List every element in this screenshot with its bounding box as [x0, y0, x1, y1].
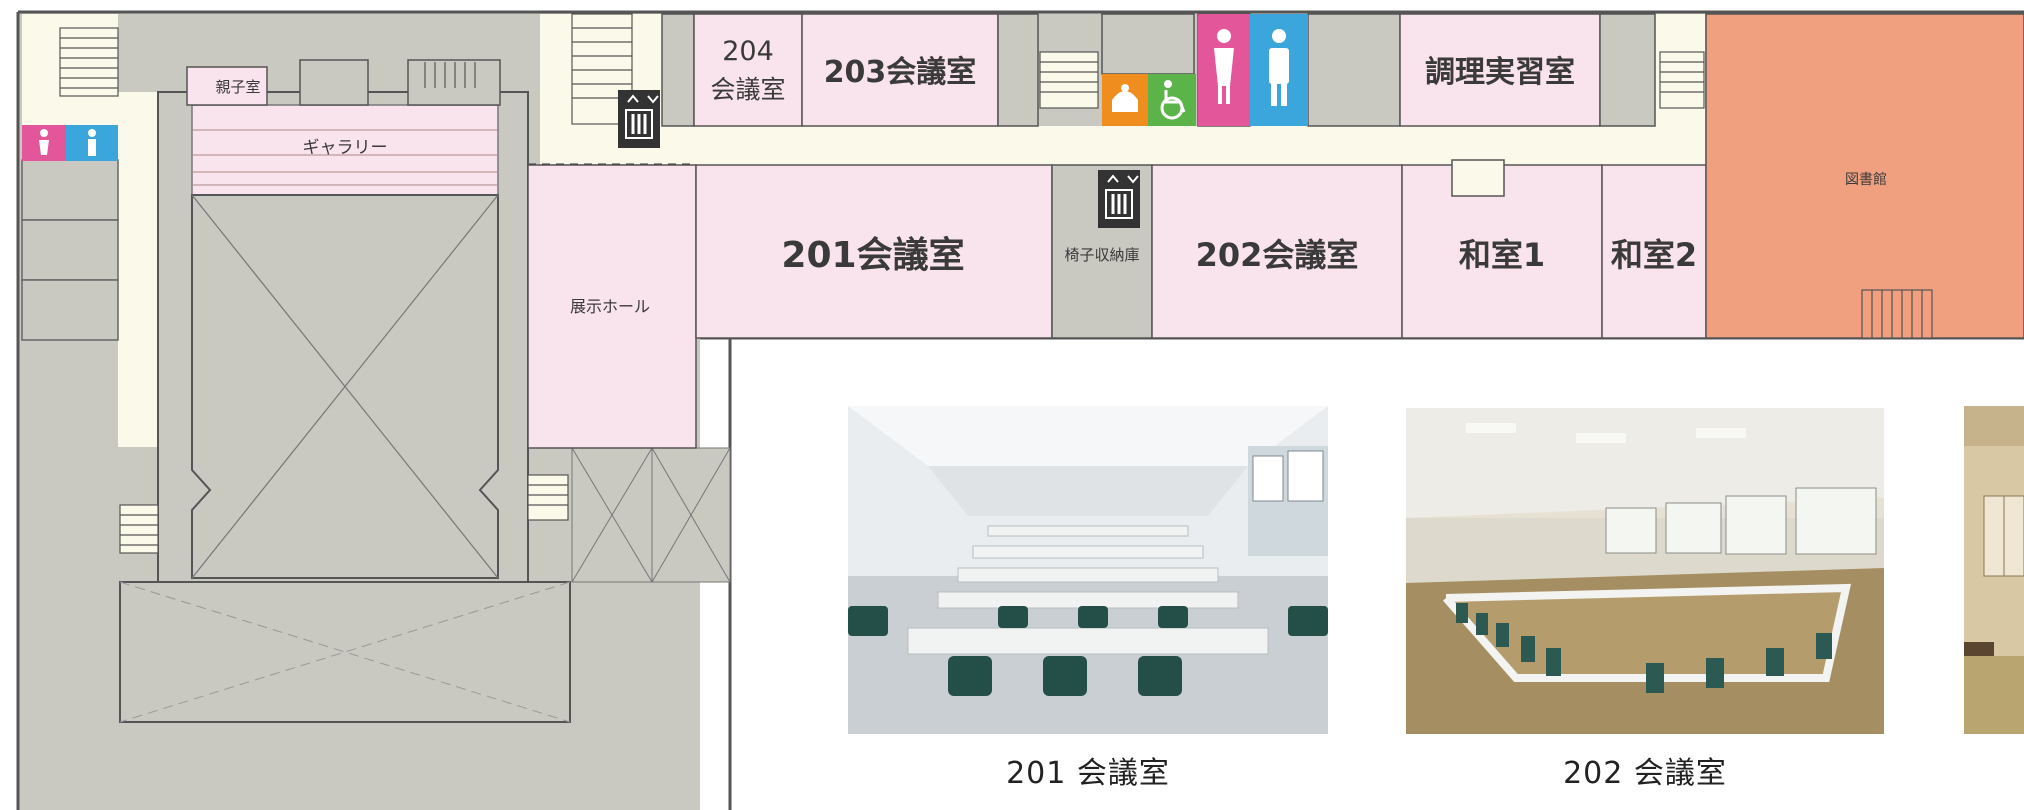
washitsu-1-label: 和室1	[1459, 236, 1545, 274]
room-204	[693, 13, 803, 127]
toilet-male-icon	[66, 125, 118, 161]
gallery-label: ギャラリー	[303, 138, 388, 158]
corridor-west	[118, 92, 158, 447]
stairs-northwest	[59, 27, 119, 97]
room-202	[1151, 164, 1403, 339]
exhibition-hall-label: 展示ホール	[570, 297, 650, 316]
photo-caption-201: 201 会議室	[1006, 756, 1170, 791]
room-203-label: 203会議室	[824, 55, 977, 90]
building-outline	[16, 10, 2024, 810]
washitsu-2-label: 和室2	[1611, 236, 1697, 274]
photo-room-201	[848, 406, 1328, 734]
cooking-room	[1399, 13, 1601, 127]
corridor-main	[660, 126, 1705, 166]
parent-child-room-label: 親子室	[215, 78, 260, 96]
room-204-number: 204	[722, 36, 774, 67]
photo-washitsu-partial	[1964, 406, 2024, 734]
elevator-icon	[1098, 170, 1140, 228]
nursing-room-icon	[1102, 74, 1148, 126]
room-201	[695, 164, 1053, 339]
room-202-label: 202会議室	[1196, 236, 1359, 274]
room-203	[801, 13, 999, 127]
toilet-female-icon	[22, 125, 66, 161]
room-201-label: 201会議室	[781, 235, 964, 276]
toilet-male-icon	[1250, 14, 1308, 126]
photo-caption-202: 202 会議室	[1563, 756, 1727, 791]
accessible-toilet-icon	[1148, 74, 1196, 126]
chair-storage-label: 椅子収納庫	[1064, 246, 1139, 264]
cooking-room-label: 調理実習室	[1425, 55, 1575, 90]
library-label: 図書館	[1845, 171, 1887, 188]
photo-room-202	[1406, 408, 1884, 734]
toilet-female-icon	[1198, 14, 1250, 126]
elevator-icon	[618, 90, 660, 148]
room-204-label: 会議室	[710, 75, 785, 104]
parent-child-room	[186, 66, 268, 106]
library	[1705, 13, 2024, 339]
exhibition-hall	[527, 164, 697, 449]
